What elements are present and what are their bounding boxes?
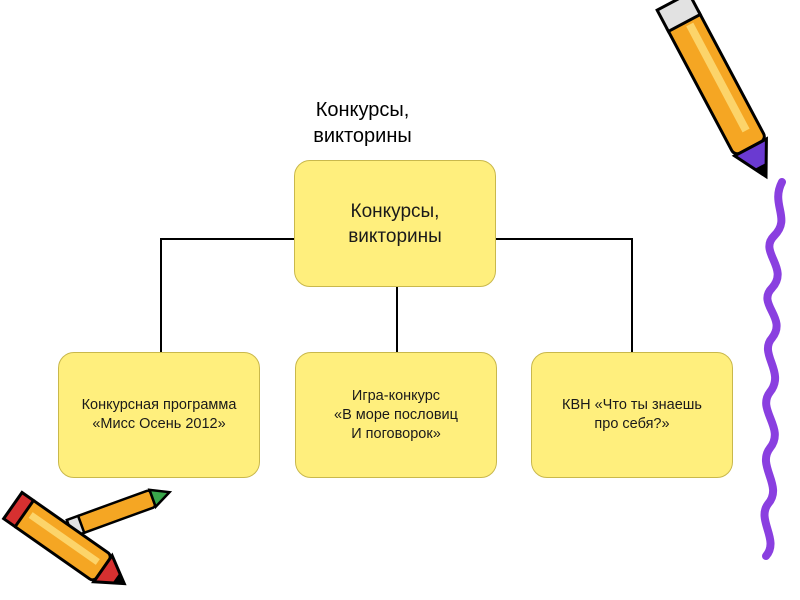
child-box-contest-program: Конкурсная программа «Мисс Осень 2012»: [58, 352, 260, 478]
child-box-kvn: КВН «Что ты знаешь про себя?»: [531, 352, 733, 478]
diagram-heading: Конкурсы, викторины: [313, 99, 412, 147]
child-box-proverbs-game: Игра-конкурс «В море пословиц И поговоро…: [295, 352, 497, 478]
root-box: Конкурсы, викторины: [294, 160, 496, 287]
connector-right: [496, 238, 633, 352]
connector-left: [160, 238, 294, 352]
